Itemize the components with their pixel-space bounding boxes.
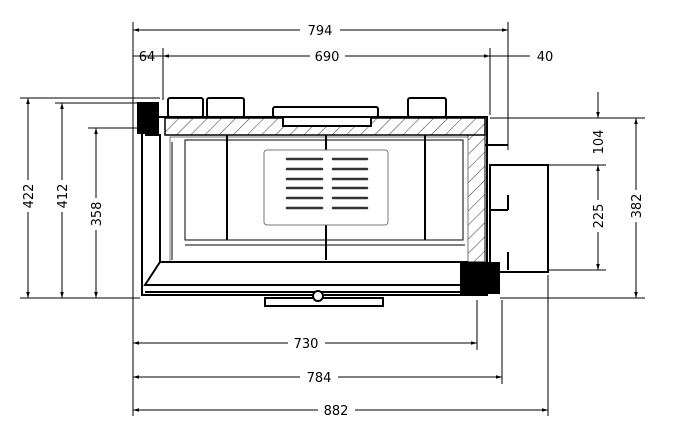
dim-730: 730 bbox=[294, 337, 319, 352]
dim-690: 690 bbox=[315, 50, 340, 65]
firebox-inner bbox=[184, 139, 464, 241]
right-side-box bbox=[489, 164, 549, 273]
left-hinge bbox=[137, 102, 159, 134]
dim-412: 412 bbox=[56, 184, 71, 209]
top-block-2 bbox=[206, 97, 245, 118]
dim-784: 784 bbox=[307, 371, 332, 386]
dim-225: 225 bbox=[592, 204, 607, 229]
dim-104: 104 bbox=[592, 130, 607, 155]
grate-slots bbox=[285, 157, 369, 210]
dim-358: 358 bbox=[90, 202, 105, 227]
dim-422: 422 bbox=[22, 184, 37, 209]
right-hinge bbox=[460, 262, 500, 294]
grate-panel bbox=[263, 149, 389, 226]
top-block-1 bbox=[167, 97, 204, 118]
dim-64: 64 bbox=[139, 50, 156, 65]
extension-lines bbox=[20, 22, 645, 416]
dim-40: 40 bbox=[537, 50, 554, 65]
top-flue bbox=[272, 106, 379, 118]
right-insulation-hatch bbox=[467, 134, 486, 263]
top-block-3 bbox=[407, 97, 447, 118]
flue-collar bbox=[282, 116, 372, 127]
dim-382: 382 bbox=[630, 194, 645, 219]
dimension-lines bbox=[26, 28, 638, 412]
dim-882: 882 bbox=[324, 404, 349, 419]
dim-794: 794 bbox=[308, 24, 333, 39]
fireplace-body bbox=[137, 97, 549, 307]
adjust-knob bbox=[312, 290, 324, 302]
bottom-foot bbox=[264, 297, 384, 307]
